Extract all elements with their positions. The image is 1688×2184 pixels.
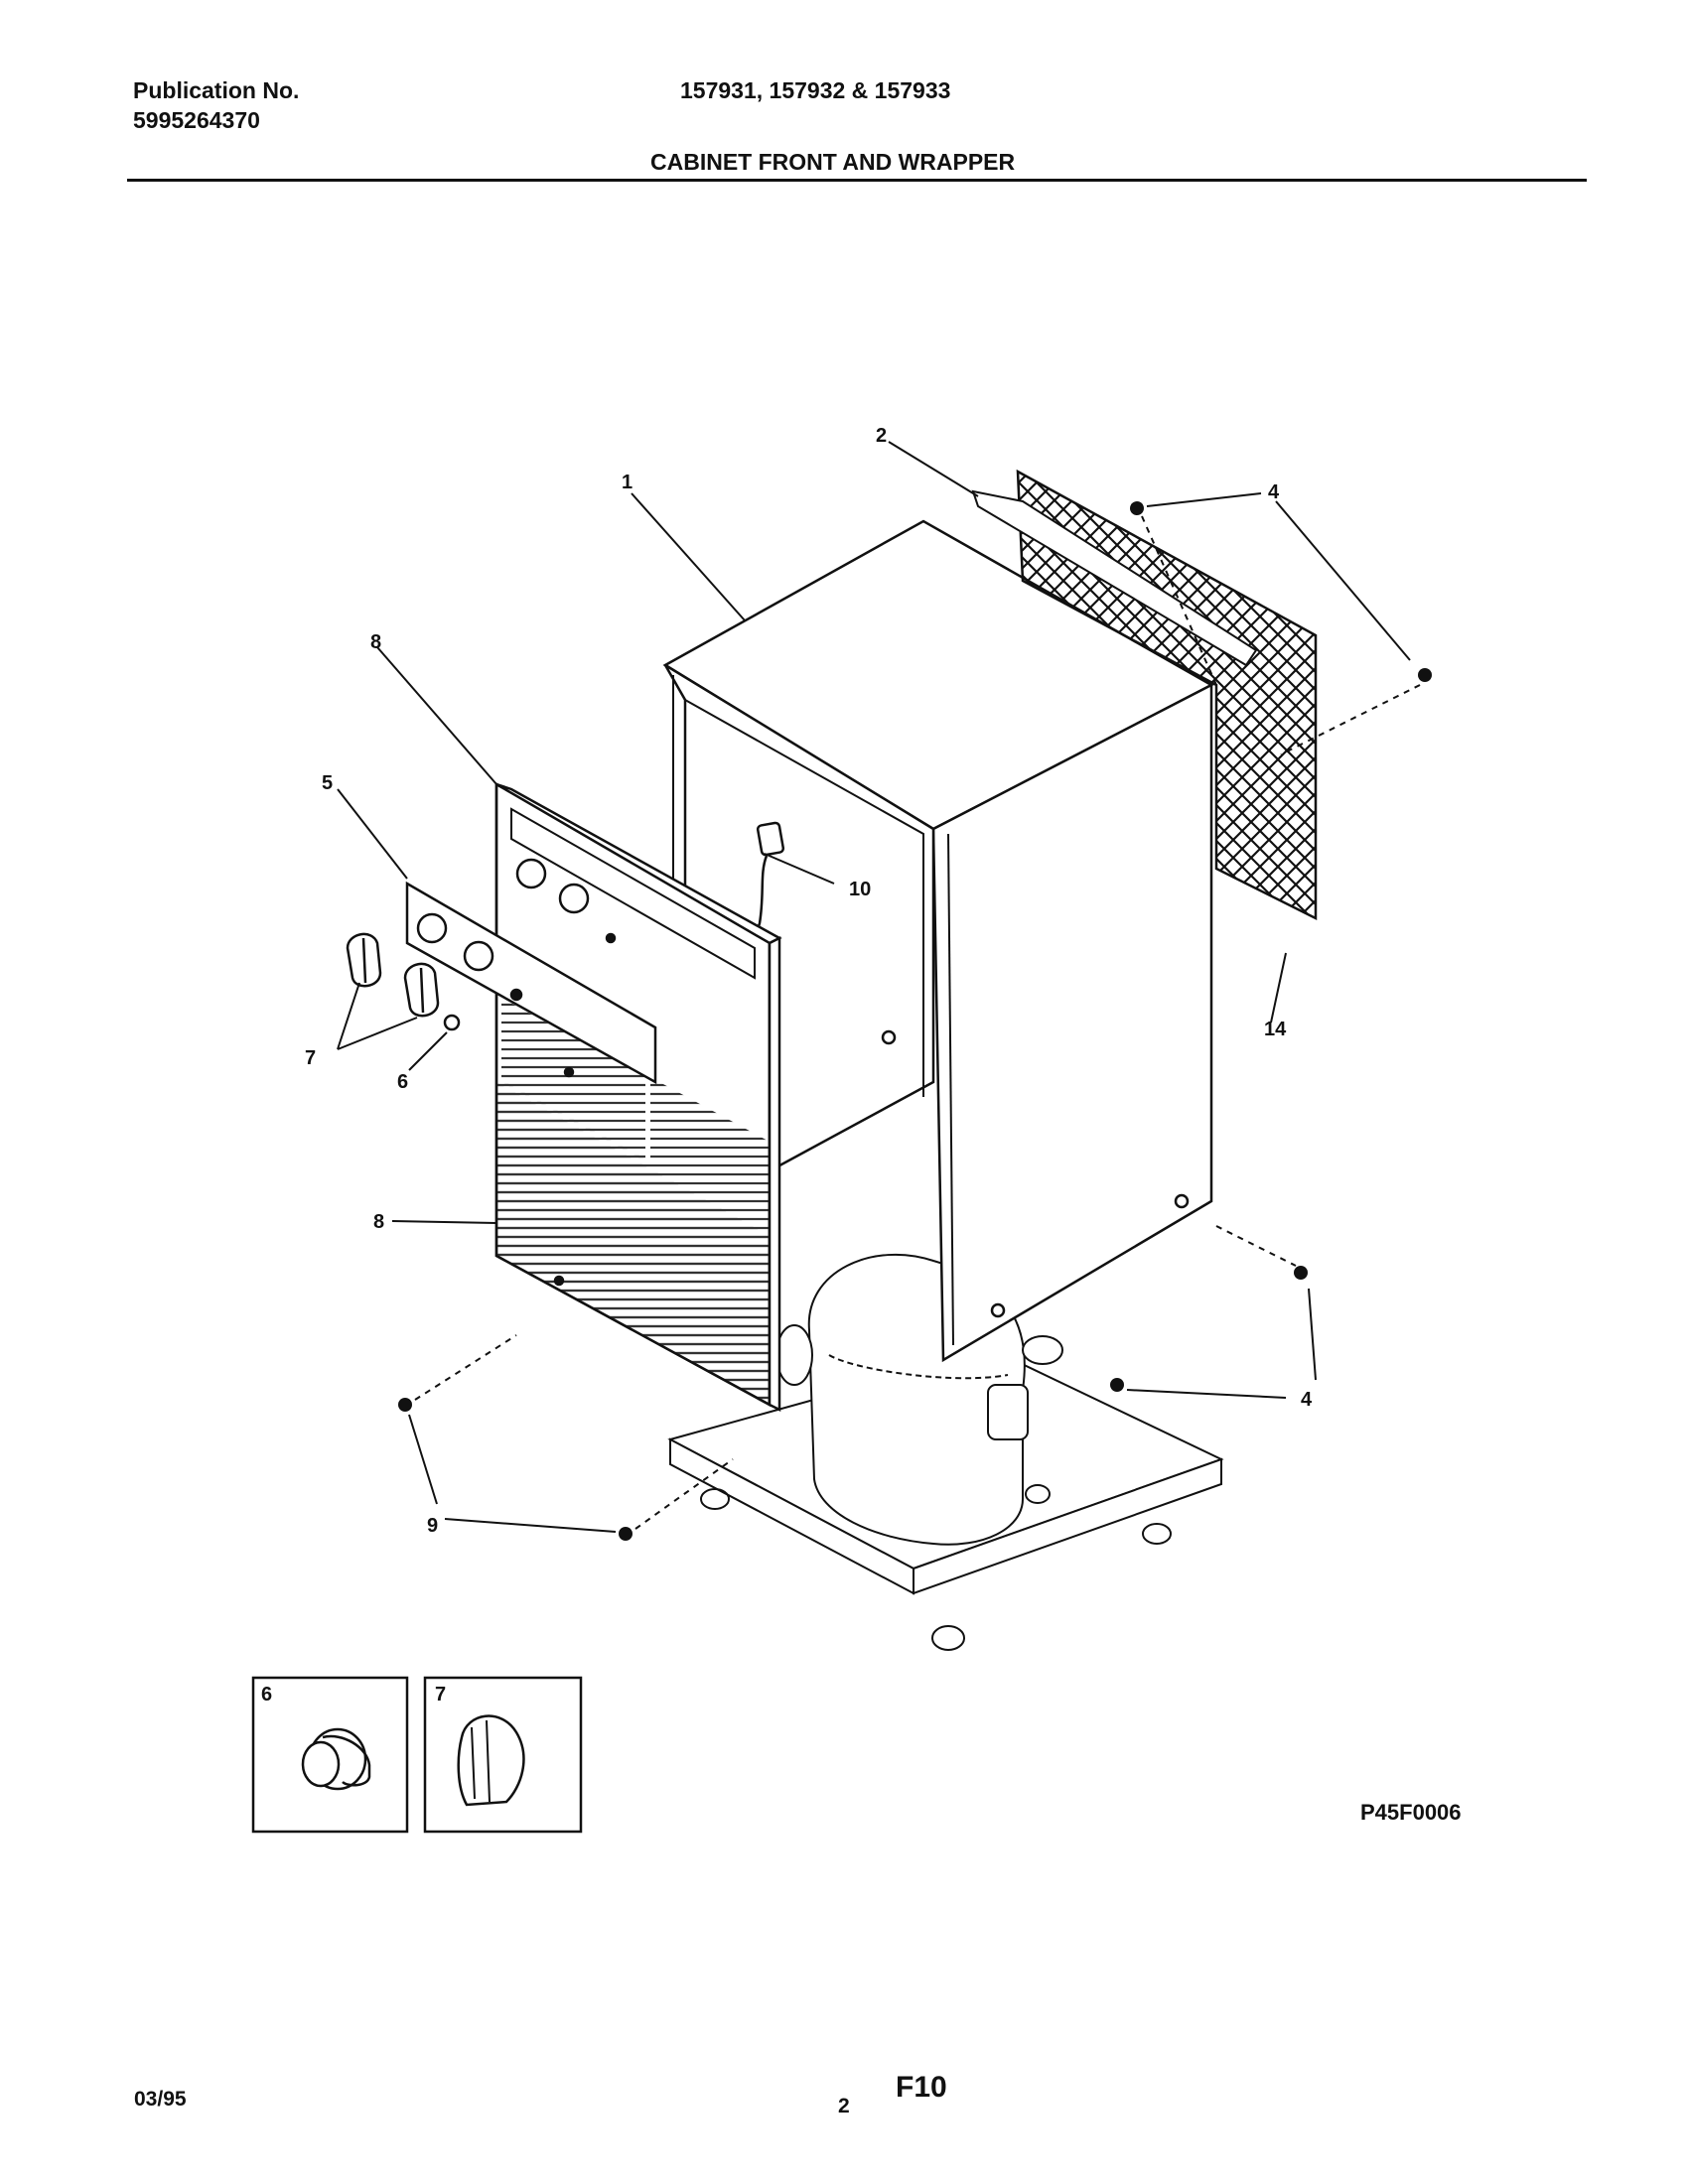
inset-label-6: 6 bbox=[261, 1684, 272, 1706]
header-rule bbox=[127, 179, 1587, 182]
control-panel bbox=[405, 881, 657, 1085]
publication-label: Publication No. bbox=[133, 77, 300, 103]
inset-detail-7 bbox=[423, 1676, 583, 1834]
callout-4-bottom: 4 bbox=[1301, 1389, 1313, 1411]
inset-detail-6 bbox=[251, 1676, 409, 1834]
callout-1: 1 bbox=[622, 472, 633, 493]
figure-id: P45F0006 bbox=[1360, 1800, 1462, 1825]
screws bbox=[398, 501, 1432, 1541]
model-numbers: 157931, 157932 & 157933 bbox=[680, 77, 951, 103]
sheet-code: F10 bbox=[896, 2071, 947, 2104]
inset-label-7: 7 bbox=[435, 1684, 446, 1706]
callout-6: 6 bbox=[397, 1071, 408, 1093]
callout-4-top: 4 bbox=[1268, 481, 1280, 503]
page-number: 2 bbox=[838, 2095, 850, 2117]
leader-lines bbox=[337, 441, 1421, 1533]
section-title: CABINET FRONT AND WRAPPER bbox=[650, 149, 1016, 175]
callout-2: 2 bbox=[876, 425, 887, 447]
publication-number: 5995264370 bbox=[133, 107, 260, 133]
callout-14: 14 bbox=[1264, 1019, 1287, 1040]
callout-9: 9 bbox=[427, 1515, 438, 1537]
callout-10: 10 bbox=[849, 879, 871, 900]
callout-8-bottom: 8 bbox=[373, 1211, 384, 1233]
rear-grille bbox=[971, 469, 1318, 921]
callout-7: 7 bbox=[305, 1047, 316, 1069]
front-louver-panel bbox=[494, 781, 782, 1413]
control-knobs bbox=[346, 932, 461, 1031]
callout-5: 5 bbox=[322, 772, 333, 794]
footer-date: 03/95 bbox=[134, 2088, 187, 2111]
callout-8-top: 8 bbox=[370, 631, 381, 653]
